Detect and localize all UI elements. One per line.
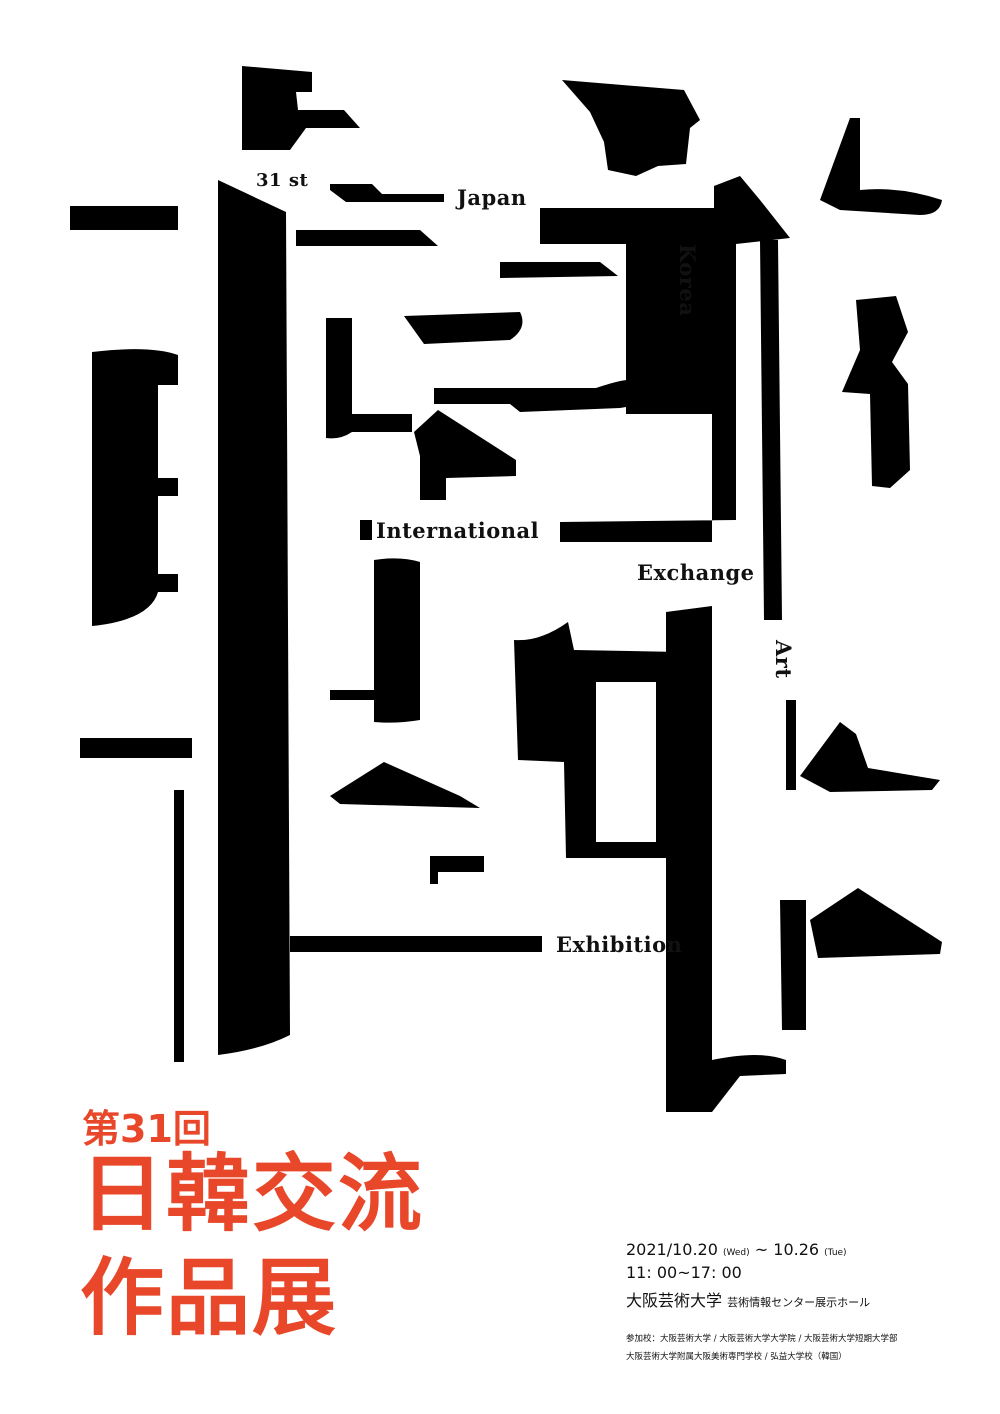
title-word-japan: Japan <box>457 185 527 210</box>
venue-detail: 芸術情報センター展示ホール <box>727 1296 871 1309</box>
event-venue: 大阪芸術大学 芸術情報センター展示ホール <box>626 1287 870 1311</box>
deconstructed-glyph-artwork <box>70 66 942 1112</box>
glyph-stroke <box>780 900 806 1030</box>
date-end: 10.26 <box>773 1240 820 1259</box>
day-start: (Wed) <box>723 1248 750 1258</box>
event-hours: 11: 00~17: 00 <box>626 1263 742 1282</box>
glyph-stroke <box>540 176 790 542</box>
glyph-stroke <box>562 80 700 176</box>
title-word-exhibition: Exhibition <box>556 932 683 957</box>
date-tilde: ~ <box>754 1240 769 1259</box>
glyph-stroke <box>330 558 420 723</box>
participants-line-1: 参加校：大阪芸術大学 / 大阪芸術大学大学院 / 大阪芸術大学短期大学部 <box>626 1334 898 1344</box>
glyph-stroke <box>70 206 178 230</box>
glyph-stroke <box>500 262 618 278</box>
glyph-stroke <box>820 118 942 215</box>
glyph-stroke <box>174 790 184 1062</box>
glyph-stroke <box>786 700 796 790</box>
title-ordinal: 31 st <box>256 170 309 191</box>
glyph-stroke <box>434 380 632 412</box>
edition-label: 第31回 <box>82 1107 211 1151</box>
glyph-stroke <box>290 936 542 952</box>
title-line-2: 作品展 <box>80 1249 339 1347</box>
title-line-1: 日韓交流 <box>80 1145 425 1243</box>
glyph-stroke <box>326 318 412 439</box>
glyph-stroke <box>596 682 656 842</box>
venue-name: 大阪芸術大学 <box>626 1291 723 1310</box>
participants-line-2: 大阪芸術大学附属大阪美術専門学校 / 弘益大学校（韓国） <box>626 1352 847 1362</box>
glyph-stroke <box>404 312 523 344</box>
glyph-stroke <box>760 240 782 620</box>
glyph-stroke <box>242 66 360 150</box>
glyph-stroke <box>80 738 192 758</box>
glyph-stroke <box>330 184 444 202</box>
title-word-korea: Korea <box>675 244 700 317</box>
event-dates: 2021/10.20 (Wed) ~ 10.26 (Tue) <box>626 1240 847 1259</box>
title-word-art: Art <box>771 640 796 679</box>
glyph-stroke <box>360 520 372 540</box>
glyph-stroke <box>810 888 942 958</box>
title-word-exchange: Exchange <box>637 560 755 585</box>
glyph-stroke <box>842 296 910 488</box>
day-end: (Tue) <box>824 1248 847 1258</box>
glyph-stroke <box>414 410 516 500</box>
glyph-stroke <box>430 856 484 884</box>
date-start: 2021/10.20 <box>626 1240 718 1259</box>
glyph-stroke <box>666 606 786 1112</box>
glyph-stroke <box>296 230 438 246</box>
glyph-stroke <box>92 349 178 626</box>
glyph-stroke <box>218 180 290 1055</box>
glyph-stroke <box>800 722 940 792</box>
title-word-international: International <box>376 518 540 543</box>
glyph-stroke <box>330 762 480 808</box>
